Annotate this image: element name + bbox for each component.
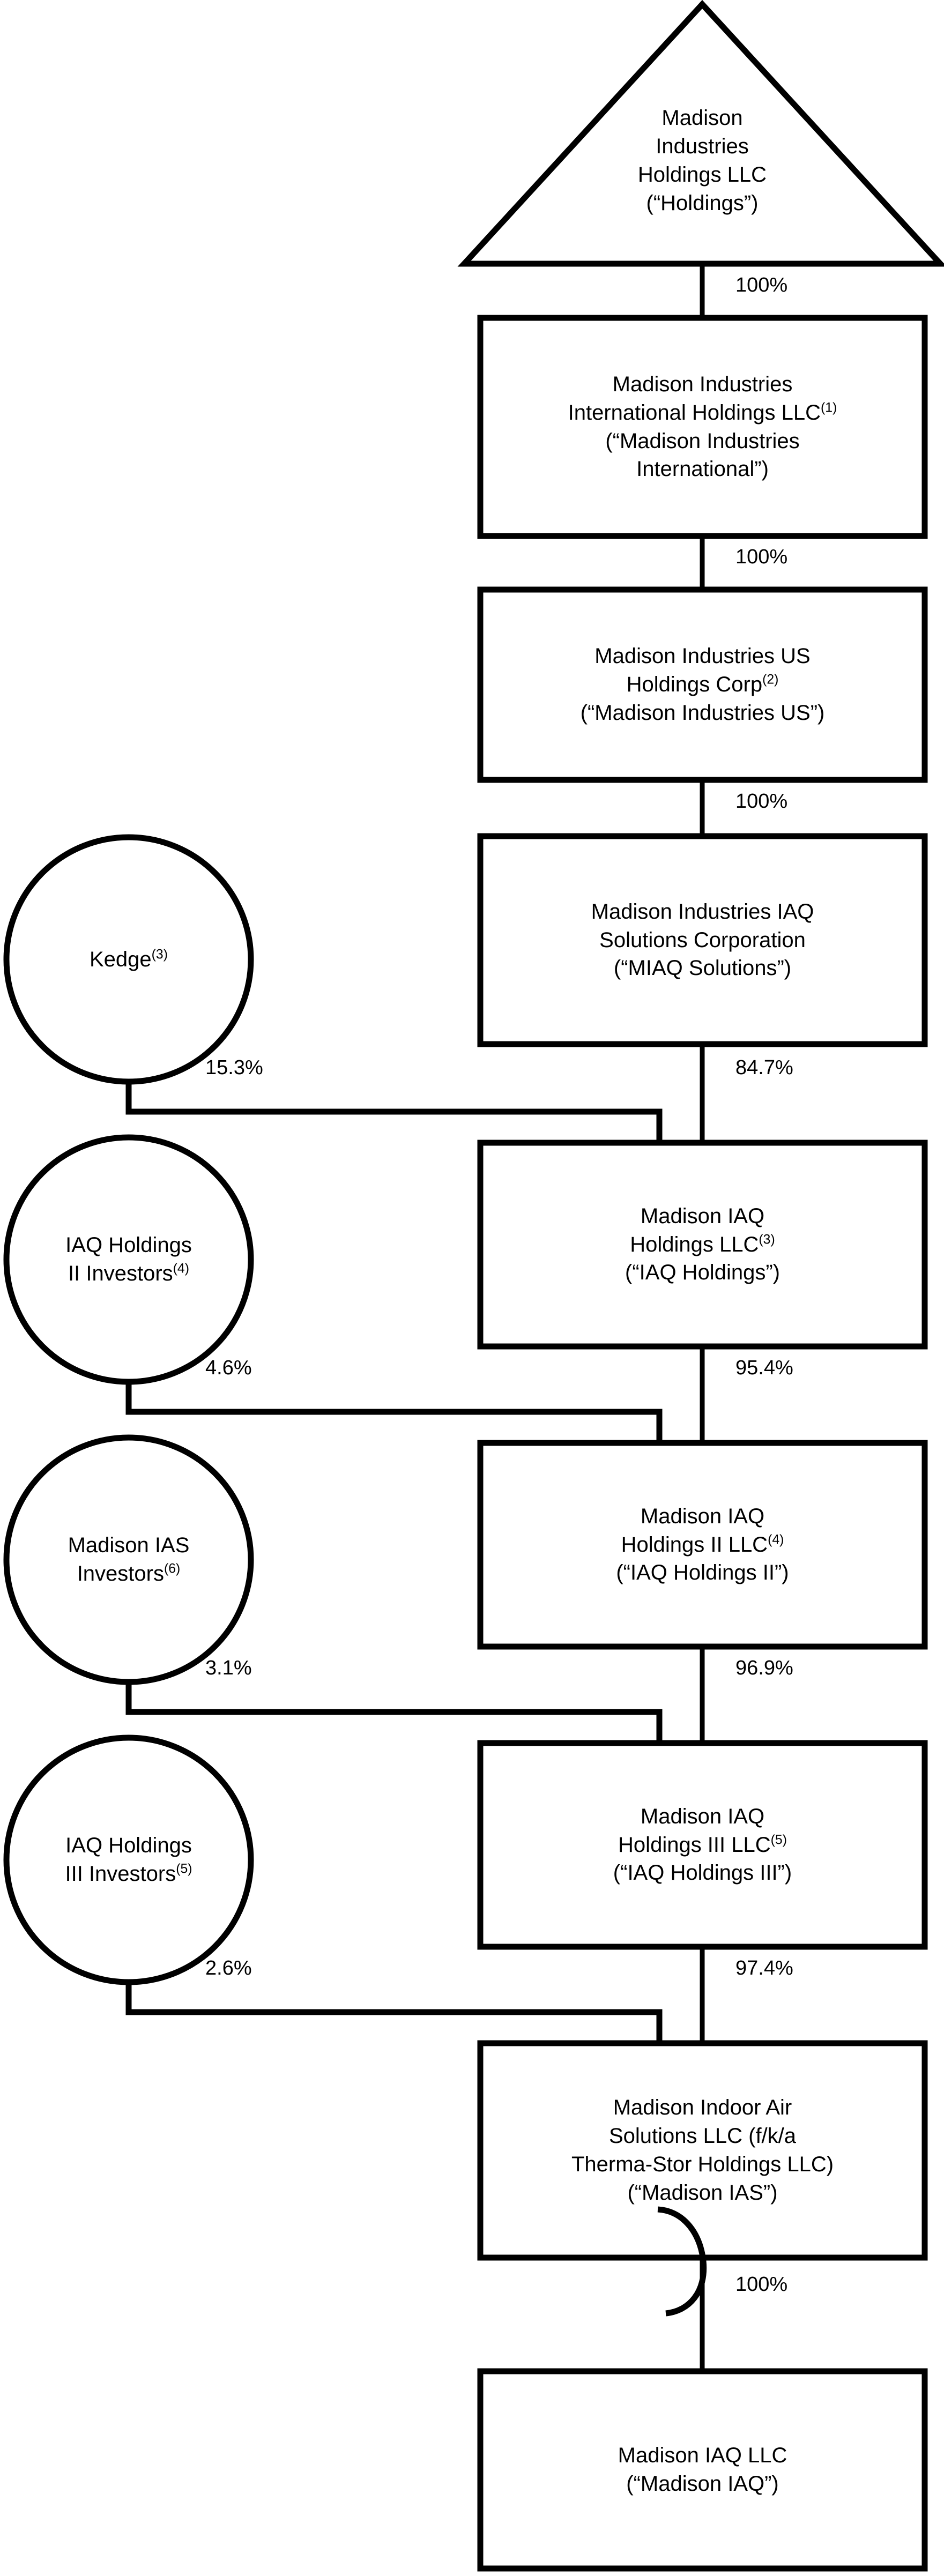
- node-shape-miaq-solutions[interactable]: [477, 833, 928, 1047]
- edge-label-iaq-holdings-iii-to-madison-ias: 97.4%: [735, 1957, 793, 1979]
- edge-break-squiggle-icon: [657, 2206, 707, 2317]
- node-miaq-solutions[interactable]: [480, 836, 925, 1044]
- edge-line-iaqh3-investors-to-madison-ias: [125, 1982, 663, 2043]
- edge-label-ias-investors-to-iaq-holdings-iii: 3.1%: [205, 1657, 252, 1679]
- edge-label-holdings-to-international: 100%: [735, 274, 788, 296]
- node-iaq-holdings-ii-investors[interactable]: [6, 1137, 251, 1382]
- edge-label-international-to-us: 100%: [735, 546, 788, 568]
- node-shape-madison-industries-international[interactable]: [477, 315, 928, 539]
- node-madison-ias-investors[interactable]: [6, 1438, 251, 1682]
- node-kedge[interactable]: [6, 837, 251, 1082]
- node-holdings[interactable]: [464, 4, 940, 264]
- node-iaq-holdings[interactable]: [480, 1143, 925, 1346]
- node-iaq-holdings-iii[interactable]: [480, 1743, 925, 1947]
- node-iaq-holdings-iii-investors[interactable]: [6, 1738, 251, 1982]
- edge-label-iaqh3-investors-to-madison-ias: 2.6%: [205, 1957, 252, 1979]
- edge-label-kedge-to-iaq-holdings: 15.3%: [205, 1056, 263, 1079]
- node-madison-iaq[interactable]: [480, 2371, 925, 2568]
- node-madison-ias[interactable]: [480, 2043, 925, 2258]
- node-shape-iaq-holdings[interactable]: [477, 1140, 928, 1350]
- edge-label-iaq-holdings-ii-to-iii: 96.9%: [735, 1657, 793, 1679]
- node-shape-madison-iaq[interactable]: [477, 2368, 928, 2572]
- node-iaq-holdings-ii[interactable]: [480, 1443, 925, 1647]
- node-shape-madison-ias[interactable]: [477, 2040, 928, 2261]
- node-madison-industries-international[interactable]: [480, 318, 925, 536]
- edge-line-iaqh2-investors-to-iaq-holdings-ii: [125, 1382, 663, 1443]
- edge-label-iaqh2-investors-to-iaq-holdings-ii: 4.6%: [205, 1357, 252, 1379]
- node-madison-industries-us[interactable]: [480, 590, 925, 780]
- edge-line-ias-investors-to-iaq-holdings-iii: [125, 1682, 663, 1743]
- edge-label-us-to-miaq-solutions: 100%: [735, 790, 788, 813]
- edge-label-madison-ias-to-madison-iaq: 100%: [735, 2273, 788, 2296]
- edge-line-kedge-to-iaq-holdings: [125, 1082, 663, 1143]
- edge-label-miaq-to-iaq-holdings: 84.7%: [735, 1056, 793, 1079]
- edge-label-iaq-holdings-to-ii: 95.4%: [735, 1357, 793, 1379]
